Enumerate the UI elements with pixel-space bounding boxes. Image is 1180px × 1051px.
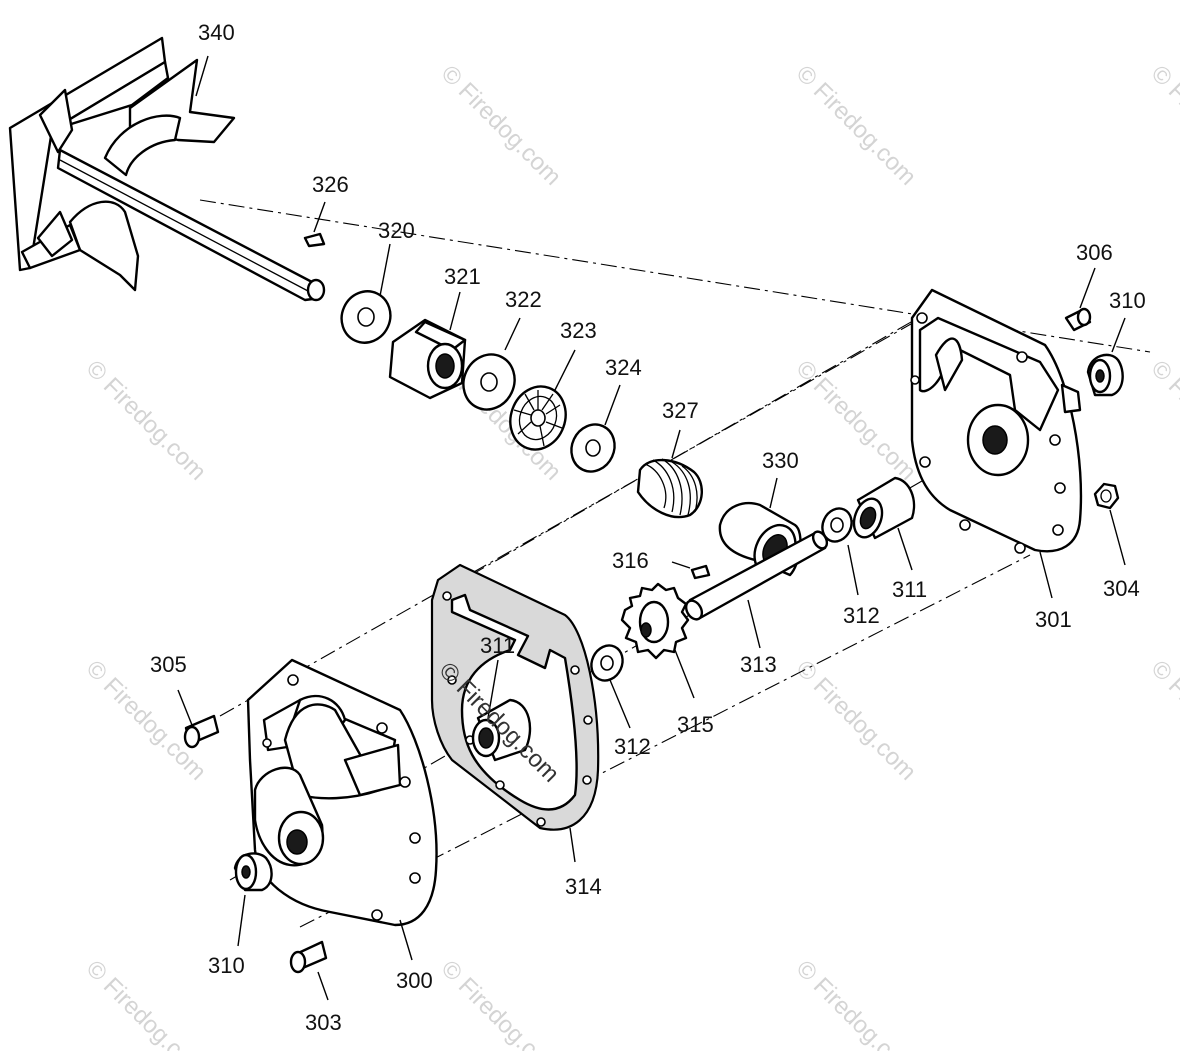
watermark: © Firedog.com: [81, 355, 212, 486]
watermark: © Firedog.com: [81, 955, 212, 1051]
callout-311: 311: [480, 633, 515, 658]
callout-326: 326: [312, 172, 349, 197]
watermark: © Firedog.com: [791, 355, 922, 486]
washer-part: [462, 353, 516, 411]
callout-314: 314: [565, 874, 602, 899]
key-part: [690, 564, 711, 580]
washer-part: [340, 290, 392, 344]
leader-lines: [177, 55, 1126, 1001]
worm-gear-part: [636, 458, 703, 519]
callout-312: 312: [614, 734, 651, 759]
key-part: [303, 232, 326, 248]
watermark: © Firedog.com: [791, 655, 922, 786]
callout-305: 305: [150, 652, 187, 677]
flange-bearing-part: [1086, 353, 1124, 397]
watermark: © Firedog.com: [436, 60, 567, 191]
callout-304: 304: [1103, 576, 1140, 601]
flange-bearing-part: [233, 852, 273, 892]
set-screw-part: [1064, 307, 1092, 332]
bushing-part: [471, 698, 532, 762]
spur-gear-part: [620, 582, 690, 660]
bushing-part: [852, 476, 916, 540]
watermark: © Firedog.com: [791, 955, 922, 1051]
washer-part: [570, 423, 616, 473]
callout-320: 320: [378, 218, 415, 243]
hex-screw-part: [183, 714, 220, 749]
bushing-part: [388, 318, 467, 400]
callout-323: 323: [560, 318, 597, 343]
callout-324: 324: [605, 355, 642, 380]
callout-327: 327: [662, 398, 699, 423]
callout-301: 301: [1035, 607, 1072, 632]
callout-306: 306: [1076, 240, 1113, 265]
callout-321: 321: [444, 264, 481, 289]
callout-303: 303: [305, 1010, 342, 1035]
watermark: © Firedog.com: [81, 655, 212, 786]
callout-310: 310: [1109, 288, 1146, 313]
left-gear-housing: [246, 658, 438, 927]
hex-nut-part: [1093, 482, 1120, 510]
hex-screw-part: [289, 940, 328, 974]
callout-313: 313: [740, 652, 777, 677]
callout-310: 310: [208, 953, 245, 978]
callout-316: 316: [612, 548, 649, 573]
watermark: © Firedog.com: [1146, 355, 1180, 486]
washer-part: [590, 644, 624, 682]
watermark: © Firedog.com: [791, 60, 922, 191]
callout-312: 312: [843, 603, 880, 628]
callout-322: 322: [505, 287, 542, 312]
callout-330: 330: [762, 448, 799, 473]
impeller-assembly: [8, 36, 326, 302]
callout-311: 311: [892, 577, 927, 602]
callout-340: 340: [198, 20, 235, 45]
watermark: © Firedog.com: [1146, 60, 1180, 191]
watermark: © Firedog.com: [1146, 655, 1180, 786]
callout-labels: 340 326 320 321 322 323 324 327 330 316 …: [150, 20, 1146, 1035]
callout-300: 300: [396, 968, 433, 993]
callout-315: 315: [677, 712, 714, 737]
thrust-bearing-part: [509, 385, 567, 451]
watermark: © Firedog.com: [436, 955, 567, 1051]
right-gear-housing: [910, 288, 1083, 554]
washer-part: [821, 507, 853, 543]
